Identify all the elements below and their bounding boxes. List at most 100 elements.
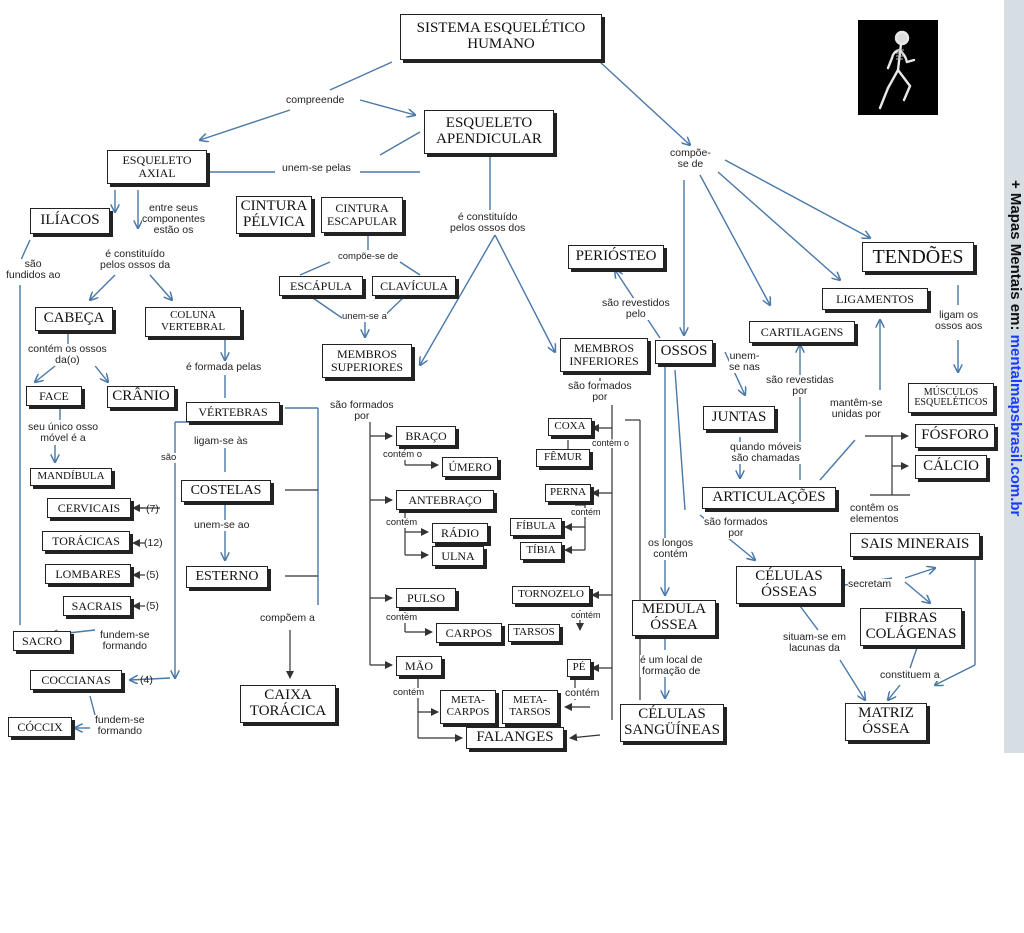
node-ossos: OSSOS <box>655 340 713 364</box>
node-tendoes: TENDÕES <box>862 242 974 272</box>
label-constituem: constituem a <box>880 669 940 682</box>
label-contem-2: contém <box>386 612 418 623</box>
watermark-text: + Mapas Mentais em: mentalmapsbrasil.com… <box>1004 180 1024 933</box>
node-cartilagens: CARTILAGENS <box>749 321 855 343</box>
edge-sistema-compreende <box>329 61 393 91</box>
label-contem-o-1: contém o <box>383 449 423 460</box>
label-mantem-se: mantêm-se unidas por <box>830 397 883 421</box>
node-iliacos: ILÍACOS <box>30 208 110 234</box>
label-quando-moveis: quando móveis são chamadas <box>730 441 802 465</box>
node-musculos: MÚSCULOS ESQUELÉTICOS <box>908 383 994 413</box>
node-fosforo: FÓSFORO <box>915 424 995 448</box>
label-unem-se-ao: unem-se ao <box>194 519 250 532</box>
node-tornozelo: TORNOZELO <box>512 586 590 604</box>
label-sao-formados-sup: são formados por <box>330 399 394 423</box>
node-metacarpos: META- CARPOS <box>440 690 496 724</box>
node-fibras-colagenas: FIBRAS COLÁGENAS <box>860 608 962 646</box>
label-e-constituido: é constituído pelos ossos da <box>100 248 171 272</box>
count-cervicais: (7) <box>146 503 159 515</box>
label-compoe-se-de: compõe-se de <box>338 251 399 262</box>
node-sistema: SISTEMA ESQUELÉTICO HUMANO <box>400 14 602 60</box>
node-cintura-pelvica: CINTURA PÉLVICA <box>236 196 312 234</box>
label-sao-revestidas: são revestidas por <box>766 374 834 398</box>
label-compoem-a: compõem a <box>260 612 315 625</box>
node-umero: ÚMERO <box>442 457 498 477</box>
node-lombares: LOMBARES <box>45 564 131 584</box>
label-contem-o-2: contém o <box>592 438 630 449</box>
node-femur: FÊMUR <box>536 449 590 467</box>
label-situam-se: situam-se em lacunas da <box>783 631 847 655</box>
label-seu-unico: seu único osso móvel é a <box>28 421 99 445</box>
label-fundem-se-2: fundem-se formando <box>95 714 145 738</box>
node-mandibula: MANDÍBULA <box>30 468 112 486</box>
label-sao: são <box>161 452 177 463</box>
label-contem-6: contém <box>565 687 600 700</box>
label-contem-1: contém <box>386 517 418 528</box>
node-pulso: PULSO <box>396 588 456 608</box>
node-falanges: FALANGES <box>466 727 564 749</box>
count-toracicas: (12) <box>144 537 163 549</box>
node-mao: MÃO <box>396 656 442 676</box>
label-e-um-local: é um local de formação de <box>640 654 703 678</box>
node-cintura-escapular: CINTURA ESCAPULAR <box>321 197 403 233</box>
node-cranio: CRÂNIO <box>107 386 175 408</box>
node-celulas-sanguineas: CÉLULAS SANGÜÍNEAS <box>620 704 724 742</box>
label-unem-se-pelas: unem-se pelas <box>282 162 351 175</box>
node-carpos: CARPOS <box>436 623 502 643</box>
node-coccix: CÓCCIX <box>8 717 72 737</box>
count-sacrais: (5) <box>146 600 159 612</box>
site-watermark-bar: + Mapas Mentais em: mentalmapsbrasil.com… <box>1004 0 1024 753</box>
label-os-longos: os longos contém <box>648 537 693 561</box>
node-esterno: ESTERNO <box>186 566 268 588</box>
node-matriz-ossea: MATRIZ ÓSSEA <box>845 703 927 741</box>
node-membros-superiores: MEMBROS SUPERIORES <box>322 344 412 378</box>
node-articulacoes: ARTICULAÇÕES <box>702 487 836 509</box>
node-costelas: COSTELAS <box>181 480 271 502</box>
node-calcio: CÁLCIO <box>915 455 987 479</box>
node-tarsos: TARSOS <box>508 624 560 642</box>
label-e-constituido-dos: é constituído pelos ossos dos <box>450 211 526 235</box>
node-metatarsos: META- TARSOS <box>502 690 558 724</box>
label-ligam-os: ligam os ossos aos <box>935 309 983 333</box>
label-contem-ossos: contém os ossos da(o) <box>28 343 107 367</box>
node-braco: BRAÇO <box>396 426 456 446</box>
node-juntas: JUNTAS <box>703 406 775 430</box>
label-fundem-se-1: fundem-se formando <box>100 629 150 653</box>
label-compoe-se: compõe- se de <box>670 147 711 171</box>
node-pe: PÉ <box>567 659 591 677</box>
node-face: FACE <box>26 386 82 406</box>
node-fibula: FÍBULA <box>510 518 562 536</box>
label-secretam: secretam <box>848 578 892 591</box>
label-contem-4: contém <box>571 507 601 518</box>
label-sao-formados-ossos: são formados por <box>704 516 768 540</box>
node-sacrais: SACRAIS <box>63 596 131 616</box>
node-vertebras: VÉRTEBRAS <box>186 402 280 422</box>
node-tibia: TÍBIA <box>520 542 562 560</box>
label-e-formada: é formada pelas <box>186 361 262 374</box>
watermark-site-link[interactable]: mentalmapsbrasil.com.br <box>1007 334 1024 517</box>
label-sao-fundidos: são fundidos ao <box>6 258 61 282</box>
label-sao-revestidos: são revestidos pelo <box>602 297 670 321</box>
node-ulna: ULNA <box>432 546 484 566</box>
concept-map: SISTEMA ESQUELÉTICO HUMANO ESQUELETO APE… <box>6 14 995 749</box>
label-unem-se-nas: unem- se nas <box>729 350 760 374</box>
node-caixa-toracica: CAIXA TORÁCICA <box>240 685 336 723</box>
label-compreende: compreende <box>286 94 345 107</box>
node-membros-inferiores: MEMBROS INFERIORES <box>560 338 648 372</box>
node-coccianas: COCCIANAS <box>30 670 122 690</box>
watermark-prefix: + Mapas Mentais em: <box>1007 180 1024 335</box>
skeleton-runner-icon <box>858 20 938 115</box>
count-lombares: (5) <box>146 569 159 581</box>
label-sao-formados-inf: são formados por <box>568 380 632 404</box>
node-antebraco: ANTEBRAÇO <box>396 490 494 510</box>
node-axial: ESQUELETO AXIAL <box>107 150 207 184</box>
node-cervicais: CERVICAIS <box>47 498 131 518</box>
node-sais-minerais: SAIS MINERAIS <box>850 533 980 557</box>
label-unem-se-a: unem-se a <box>342 311 387 322</box>
node-sacro: SACRO <box>13 631 71 651</box>
node-escapula: ESCÁPULA <box>279 276 363 296</box>
label-contem-3: contém <box>393 687 425 698</box>
node-periosteo: PERIÓSTEO <box>568 245 664 269</box>
node-clavicula: CLAVÍCULA <box>372 276 456 296</box>
connector-lines <box>19 61 976 742</box>
